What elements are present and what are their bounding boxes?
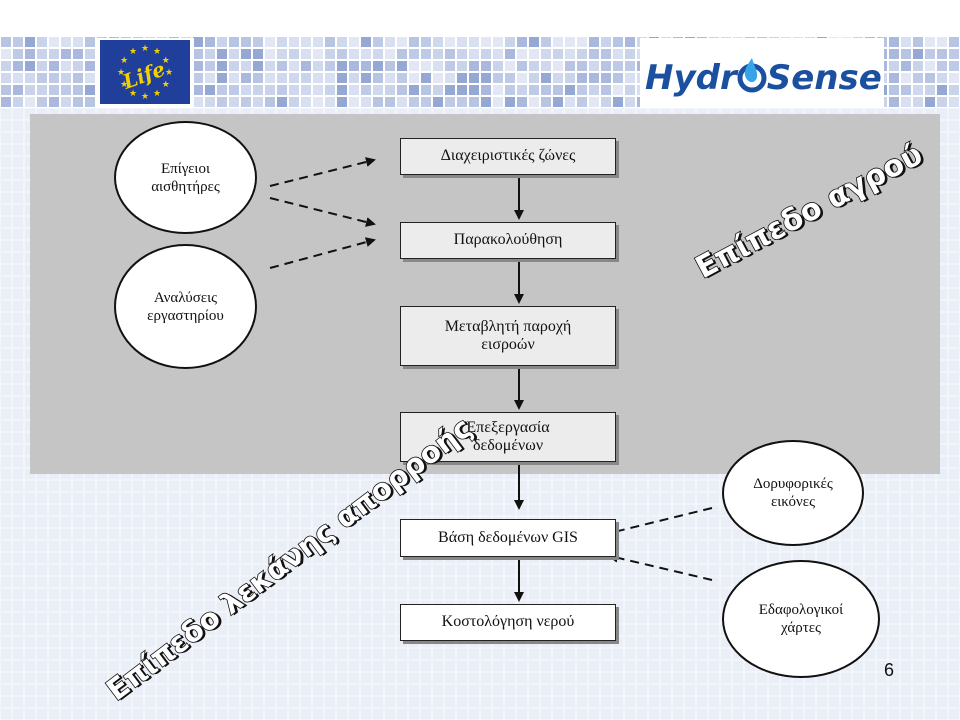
dashed-arrow-soil-to-gis <box>608 552 713 581</box>
flow-box-monitoring-label: Παρακολούθηση <box>453 231 563 249</box>
water-drop-icon <box>737 58 767 93</box>
eu-star-icon: ★ <box>120 79 128 89</box>
eu-star-icon: ★ <box>153 88 161 98</box>
eu-star-icon: ★ <box>141 91 149 101</box>
flow-box-gis-database-label: Βάση δεδομένων GIS <box>438 528 578 546</box>
eu-star-icon: ★ <box>129 88 137 98</box>
eu-star-icon: ★ <box>129 46 137 56</box>
flow-box-water-costing-label: Κοστολόγηση νερού <box>441 613 575 631</box>
hydrosense-logo-part1: Hydr <box>645 58 737 98</box>
dashed-arrow-lab-to-monitoring <box>269 237 376 269</box>
flow-box-variable-rate: Μεταβλητή παροχή εισροών <box>400 306 616 366</box>
eu-star-icon: ★ <box>153 46 161 56</box>
soil-maps-node: Εδαφολογικοί χάρτες <box>722 560 880 678</box>
eu-star-icon: ★ <box>162 55 170 65</box>
flow-box-water-costing: Κοστολόγηση νερού <box>400 604 616 641</box>
eu-star-icon: ★ <box>162 79 170 89</box>
hydrosense-logo-part2: Sense <box>766 58 882 98</box>
flow-box-data-processing: Επεξεργασία δεδομένων <box>400 412 616 462</box>
satellite-images-label: Δορυφορικές εικόνες <box>753 476 833 510</box>
page-number: 6 <box>884 660 895 680</box>
dashed-arrow-sensors-to-zones <box>269 157 376 187</box>
eu-star-icon: ★ <box>120 55 128 65</box>
flow-box-monitoring: Παρακολούθηση <box>400 222 616 259</box>
eu-star-icon: ★ <box>117 67 125 77</box>
flow-box-gis-database: Βάση δεδομένων GIS <box>400 519 616 557</box>
ground-sensors-label: Επίγειοι αισθητήρες <box>151 160 220 195</box>
ground-sensors-node: Επίγειοι αισθητήρες <box>114 121 257 234</box>
soil-maps-label: Εδαφολογικοί χάρτες <box>758 602 844 636</box>
dashed-arrow-satellite-to-gis <box>608 507 713 536</box>
flow-box-management-zones: Διαχειριστικές ζώνες <box>400 138 616 175</box>
satellite-images-node: Δορυφορικές εικόνες <box>722 440 864 546</box>
eu-star-icon: ★ <box>165 67 173 77</box>
eu-star-icon: ★ <box>141 43 149 53</box>
flow-box-variable-rate-label: Μεταβλητή παροχή εισροών <box>444 317 572 353</box>
hydrosense-logo: Hydr Sense <box>645 56 882 100</box>
lab-analyses-node: Αναλύσεις εργαστηρίου <box>114 244 257 369</box>
dashed-arrow-sensors-to-monitoring <box>269 197 376 227</box>
lab-analyses-label: Αναλύσεις εργαστηρίου <box>147 289 224 324</box>
flow-box-data-processing-label: Επεξεργασία δεδομένων <box>466 418 550 454</box>
eu-life-logo: ★★★★★★★★★★★★ Life <box>100 40 190 104</box>
flow-box-management-zones-label: Διαχειριστικές ζώνες <box>440 147 576 165</box>
